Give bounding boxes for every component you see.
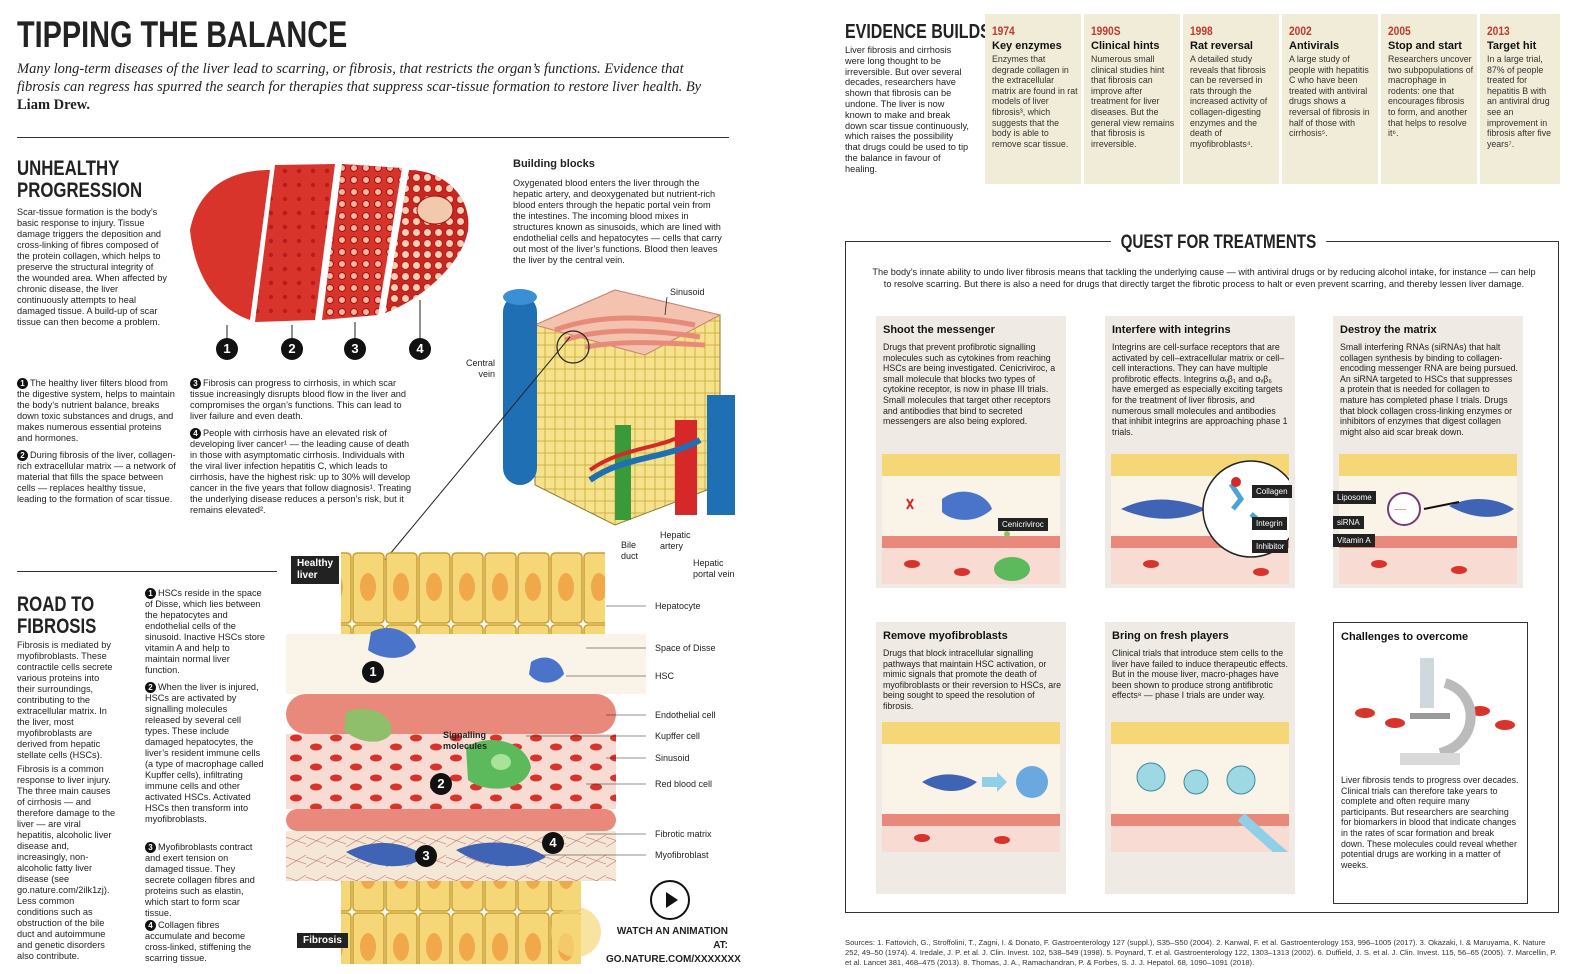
panel-illustration-4 [882, 722, 1060, 852]
animation-link[interactable]: WATCH AN ANIMATION AT:GO.NATURE.COM/XXXX… [606, 926, 741, 965]
panel-challenges-to-overcome: Challenges to overcome Liver fibrosis te… [1333, 622, 1528, 904]
myofibroblast-1 [346, 842, 426, 867]
evidence-heading: EVIDENCE BUILDS [845, 21, 991, 43]
liver-progression-illustration [190, 164, 469, 340]
play-button[interactable] [650, 880, 690, 920]
label-sinusoid-lower: Sinusoid [655, 753, 690, 763]
diagram-number-4: 4 [542, 832, 564, 854]
label-signalling-molecules: Signalling molecules [443, 730, 488, 751]
unhealthy-text: Scar-tissue formation is the body’s basi… [17, 207, 167, 327]
stage-number-2: 2 [281, 338, 303, 360]
callout-collagen: Collagen [1252, 485, 1292, 498]
divider [17, 137, 729, 138]
label-sinusoid: Sinusoid [670, 287, 705, 297]
tag-fibrosis: Fibrosis [297, 933, 348, 948]
bile-duct [615, 425, 631, 520]
callout-inhibitor: Inhibitor [1252, 540, 1289, 553]
tag-healthy-liver: Healthy liver [291, 556, 340, 584]
svg-text:~~~: ~~~ [1394, 507, 1406, 514]
page-title: TIPPING THE BALANCE [17, 14, 348, 55]
label-red-blood-cell: Red blood cell [655, 779, 713, 789]
label-kupffer-cell: Kupffer cell [655, 731, 700, 741]
building-blocks-title: Building blocks [513, 158, 595, 170]
stage-number-4: 4 [409, 338, 431, 360]
hsc-2 [529, 657, 564, 683]
label-endothelial-cell: Endothelial cell [655, 710, 716, 720]
stage-number-1: 1 [216, 338, 238, 360]
callout-liposome: Liposome [1333, 491, 1376, 504]
label-space-of-disse: Space of Disse [655, 643, 716, 653]
callout-cenicriviroc: Cenicriviroc [998, 518, 1048, 531]
zoom-connector [384, 336, 571, 561]
microscope-illustration [1355, 658, 1515, 765]
label-hepatic-artery: Hepatic artery [660, 530, 691, 551]
label-myofibroblast: Myofibroblast [655, 850, 709, 860]
label-hepatocyte: Hepatocyte [655, 601, 701, 611]
author: Liam Drew. [17, 97, 91, 113]
panel-interfere-with-integrins: Interfere with integrins Integrins are c… [1105, 316, 1295, 588]
road-text-1: Fibrosis is mediated by myofibroblasts. … [17, 640, 113, 760]
sinusoid-diagram [286, 552, 646, 964]
play-icon [666, 892, 678, 908]
diagram-number-2: 2 [430, 773, 452, 795]
kupffer-cell [344, 708, 392, 742]
hepatic-portal-vein [707, 395, 735, 515]
liver-lobule-illustration [503, 289, 735, 526]
panel-illustration-1 [882, 454, 1060, 584]
myofibroblast-2 [456, 842, 546, 867]
panel-illustration-3: ~~~ [1339, 454, 1517, 584]
label-hsc: HSC [655, 671, 675, 681]
panel-shoot-the-messenger: Shoot the messenger Drugs that prevent p… [876, 316, 1066, 588]
label-bile-duct: Bile duct [621, 540, 639, 561]
stage-number-3: 3 [344, 338, 366, 360]
divider [17, 571, 277, 572]
panel-remove-myofibroblasts: Remove myofibroblasts Drugs that block i… [876, 622, 1066, 894]
evidence-text: Liver fibrosis and cirrhosis were long t… [845, 45, 969, 174]
label-hepatic-portal-vein: Hepatic portal vein [693, 558, 735, 579]
callout-integrin: Integrin [1252, 517, 1287, 530]
intro-text: Many long-term diseases of the liver lea… [17, 61, 702, 113]
quest-title: QUEST FOR TREATMENTS [1111, 232, 1326, 254]
callout-vitamin-a: Vitamin A [1333, 534, 1375, 547]
central-vein [503, 295, 537, 485]
panel-bring-on-fresh-players: Bring on fresh players Clinical trials t… [1105, 622, 1295, 894]
label-central-vein: Central vein [466, 358, 496, 379]
panel-destroy-the-matrix: Destroy the matrix Small interfering RNA… [1333, 316, 1523, 588]
label-fibrotic-matrix: Fibrotic matrix [655, 829, 712, 839]
panel-illustration-5 [1111, 722, 1289, 852]
quest-intro: The body’s innate ability to undo liver … [872, 267, 1536, 289]
diagram-number-3: 3 [415, 845, 437, 867]
callout-sirna: siRNA [1333, 516, 1364, 529]
diagram-number-1: 1 [362, 661, 384, 683]
sources: Sources: 1. Fattovich, G., Stroffolini, … [845, 938, 1557, 967]
road-text-2: Fibrosis is a common response to liver i… [17, 764, 116, 961]
liver-slice-1 [190, 170, 270, 320]
building-blocks-text: Oxygenated blood enters the liver throug… [513, 178, 722, 265]
hsc-1 [368, 627, 416, 658]
